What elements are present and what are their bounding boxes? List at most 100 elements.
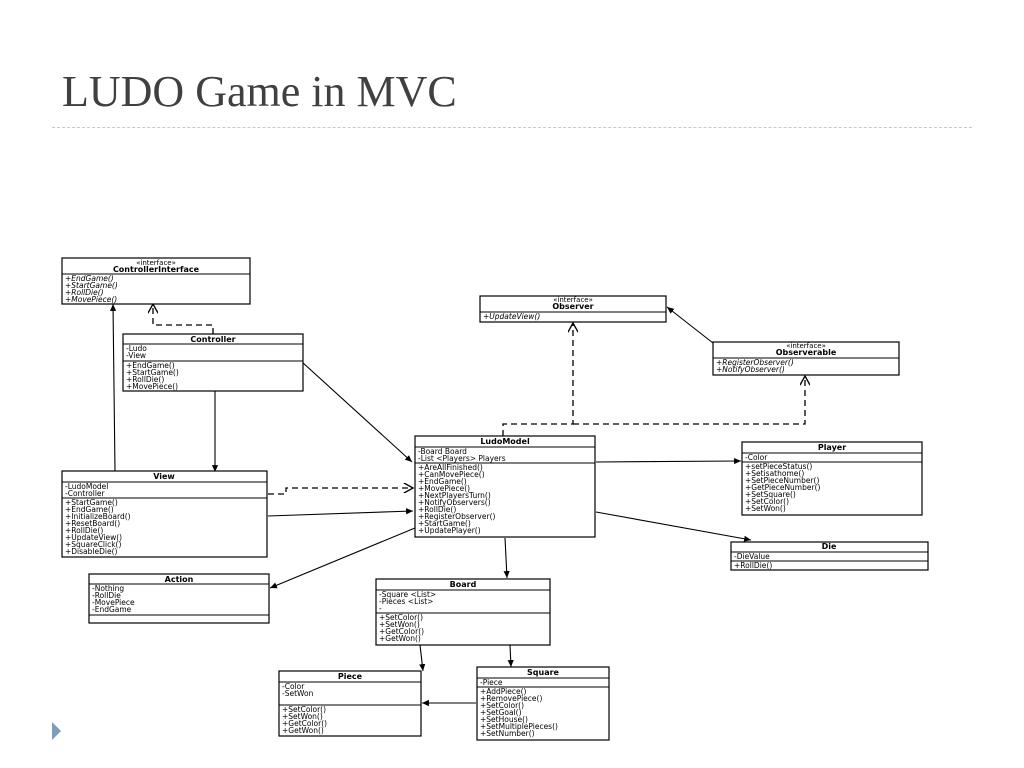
class-name: LudoModel — [480, 437, 530, 446]
stereotype-label: «interface» — [136, 259, 176, 267]
class-board: Board -Square <List> -Pieces <List> - +S… — [375, 578, 551, 646]
board-to-piece — [419, 644, 426, 672]
controller-realizes-interface — [153, 304, 214, 334]
model-realizes-observerable — [573, 376, 805, 425]
method: +EndGame() — [126, 361, 175, 370]
class-name: Observerable — [776, 348, 837, 357]
method: +StartGame() — [126, 368, 179, 377]
method: +SetColor() — [480, 701, 524, 710]
class-name: Square — [527, 668, 560, 677]
class-name: View — [153, 472, 175, 481]
method: +SquareClick() — [65, 540, 121, 549]
view-to-controller-interface — [110, 303, 117, 472]
class-view: View -LudoModel -Controller +StartGame()… — [61, 470, 268, 558]
method: +NextPlayersTurn() — [418, 491, 491, 500]
attribute: -Board Board — [418, 447, 467, 456]
class-ludo-model: LudoModel -Board Board -List <Players> P… — [414, 435, 596, 538]
attribute: -View — [126, 351, 146, 360]
view-to-model — [267, 508, 414, 517]
attribute: -LudoModel — [65, 482, 108, 491]
method: +SetWon() — [745, 504, 786, 513]
method: +SetSquare() — [745, 490, 796, 499]
class-name: Die — [822, 542, 837, 551]
method: +RollDie() — [126, 375, 164, 384]
class-observer: «interface» Observer +UpdateView() — [479, 295, 667, 323]
method: +RollDie() — [734, 561, 772, 570]
method: +setPieceStatus() — [745, 462, 812, 471]
attribute: - — [379, 604, 382, 613]
stereotype-label: «interface» — [786, 342, 826, 350]
class-name: Action — [165, 575, 194, 584]
attribute: -List <Players> Players — [418, 454, 506, 463]
attribute: -Color — [745, 453, 768, 462]
class-name: ControllerInterface — [113, 265, 200, 274]
board-to-square — [507, 644, 514, 668]
slide-title: LUDO Game in MVC — [62, 67, 457, 116]
method: +EndGame() — [65, 505, 114, 514]
method: +SetPieceNumber() — [745, 476, 819, 485]
method: +SetColor() — [282, 705, 326, 714]
class-name: Piece — [338, 672, 363, 681]
class-player: Player -Color +setPieceStatus() +Setisat… — [741, 441, 923, 516]
method: +NotifyObservers() — [418, 498, 491, 507]
method: +CanMovePiece() — [418, 470, 485, 479]
method: +DisableDie() — [65, 547, 118, 556]
method: +ResetBoard() — [65, 519, 120, 528]
method: +NotifyObserver() — [716, 365, 785, 374]
method: +GetColor() — [379, 627, 424, 636]
method: +SetWon() — [379, 620, 420, 629]
method: +StartGame() — [65, 498, 118, 507]
method: +InitializeBoard() — [65, 512, 131, 521]
next-slide-arrow-icon[interactable] — [52, 722, 61, 740]
method: +Setisathome() — [745, 469, 804, 478]
method: +SetNumber() — [480, 729, 535, 738]
stereotype-label: «interface» — [553, 296, 593, 304]
class-controller-interface: «interface» ControllerInterface +EndGame… — [61, 257, 251, 305]
method: +SetWon() — [282, 712, 323, 721]
attribute: -Ludo — [126, 344, 147, 353]
controller-to-model — [301, 361, 413, 463]
method: +AddPiece() — [480, 687, 527, 696]
attribute: -Square <List> — [379, 590, 436, 599]
attribute: -MovePiece — [92, 598, 135, 607]
method: +GetWon() — [282, 726, 324, 735]
method: +StartGame() — [65, 281, 118, 290]
attribute: -EndGame — [92, 605, 132, 614]
model-to-action — [269, 527, 416, 589]
model-realizes-observer — [502, 323, 573, 436]
class-action: Action -Nothing -RollDie -MovePiece -End… — [88, 573, 270, 624]
method: +UpdateView() — [483, 312, 540, 321]
method: +RegisterObserver() — [716, 358, 794, 367]
view-observes-model — [268, 488, 413, 495]
class-name: Controller — [190, 335, 235, 344]
method: +UpdatePlayer() — [418, 526, 481, 535]
attribute: -SetWon — [282, 689, 314, 698]
method: +RegisterObserver() — [418, 512, 495, 521]
model-to-player — [595, 457, 742, 465]
title-divider — [52, 127, 972, 128]
method: +SetHouse() — [480, 715, 528, 724]
method: +MovePiece() — [418, 484, 470, 493]
method: +UpdateView() — [65, 533, 122, 542]
class-name: Board — [450, 580, 477, 589]
method: +SetColor() — [745, 497, 789, 506]
attribute: -Color — [282, 682, 305, 691]
class-name: Observer — [552, 302, 593, 311]
model-to-die — [595, 511, 752, 542]
method: +RemovePiece() — [480, 694, 542, 703]
observerable-to-observer — [666, 306, 714, 344]
method: +SetColor() — [379, 613, 423, 622]
attribute: -DieValue — [734, 552, 770, 561]
class-name: Player — [818, 443, 846, 452]
attribute: -Pieces <List> — [379, 597, 433, 606]
method: +SetMultiplePieces() — [480, 722, 558, 731]
class-square: Square -Piece +AddPiece() +RemovePiece()… — [476, 666, 610, 741]
attribute: -Nothing — [92, 584, 124, 593]
method: +StartGame() — [418, 519, 471, 528]
method: +MovePiece() — [126, 382, 178, 391]
method: +GetPieceNumber() — [745, 483, 820, 492]
attribute: -Controller — [65, 489, 106, 498]
method: +GetWon() — [379, 634, 421, 643]
method: +EndGame() — [418, 477, 467, 486]
